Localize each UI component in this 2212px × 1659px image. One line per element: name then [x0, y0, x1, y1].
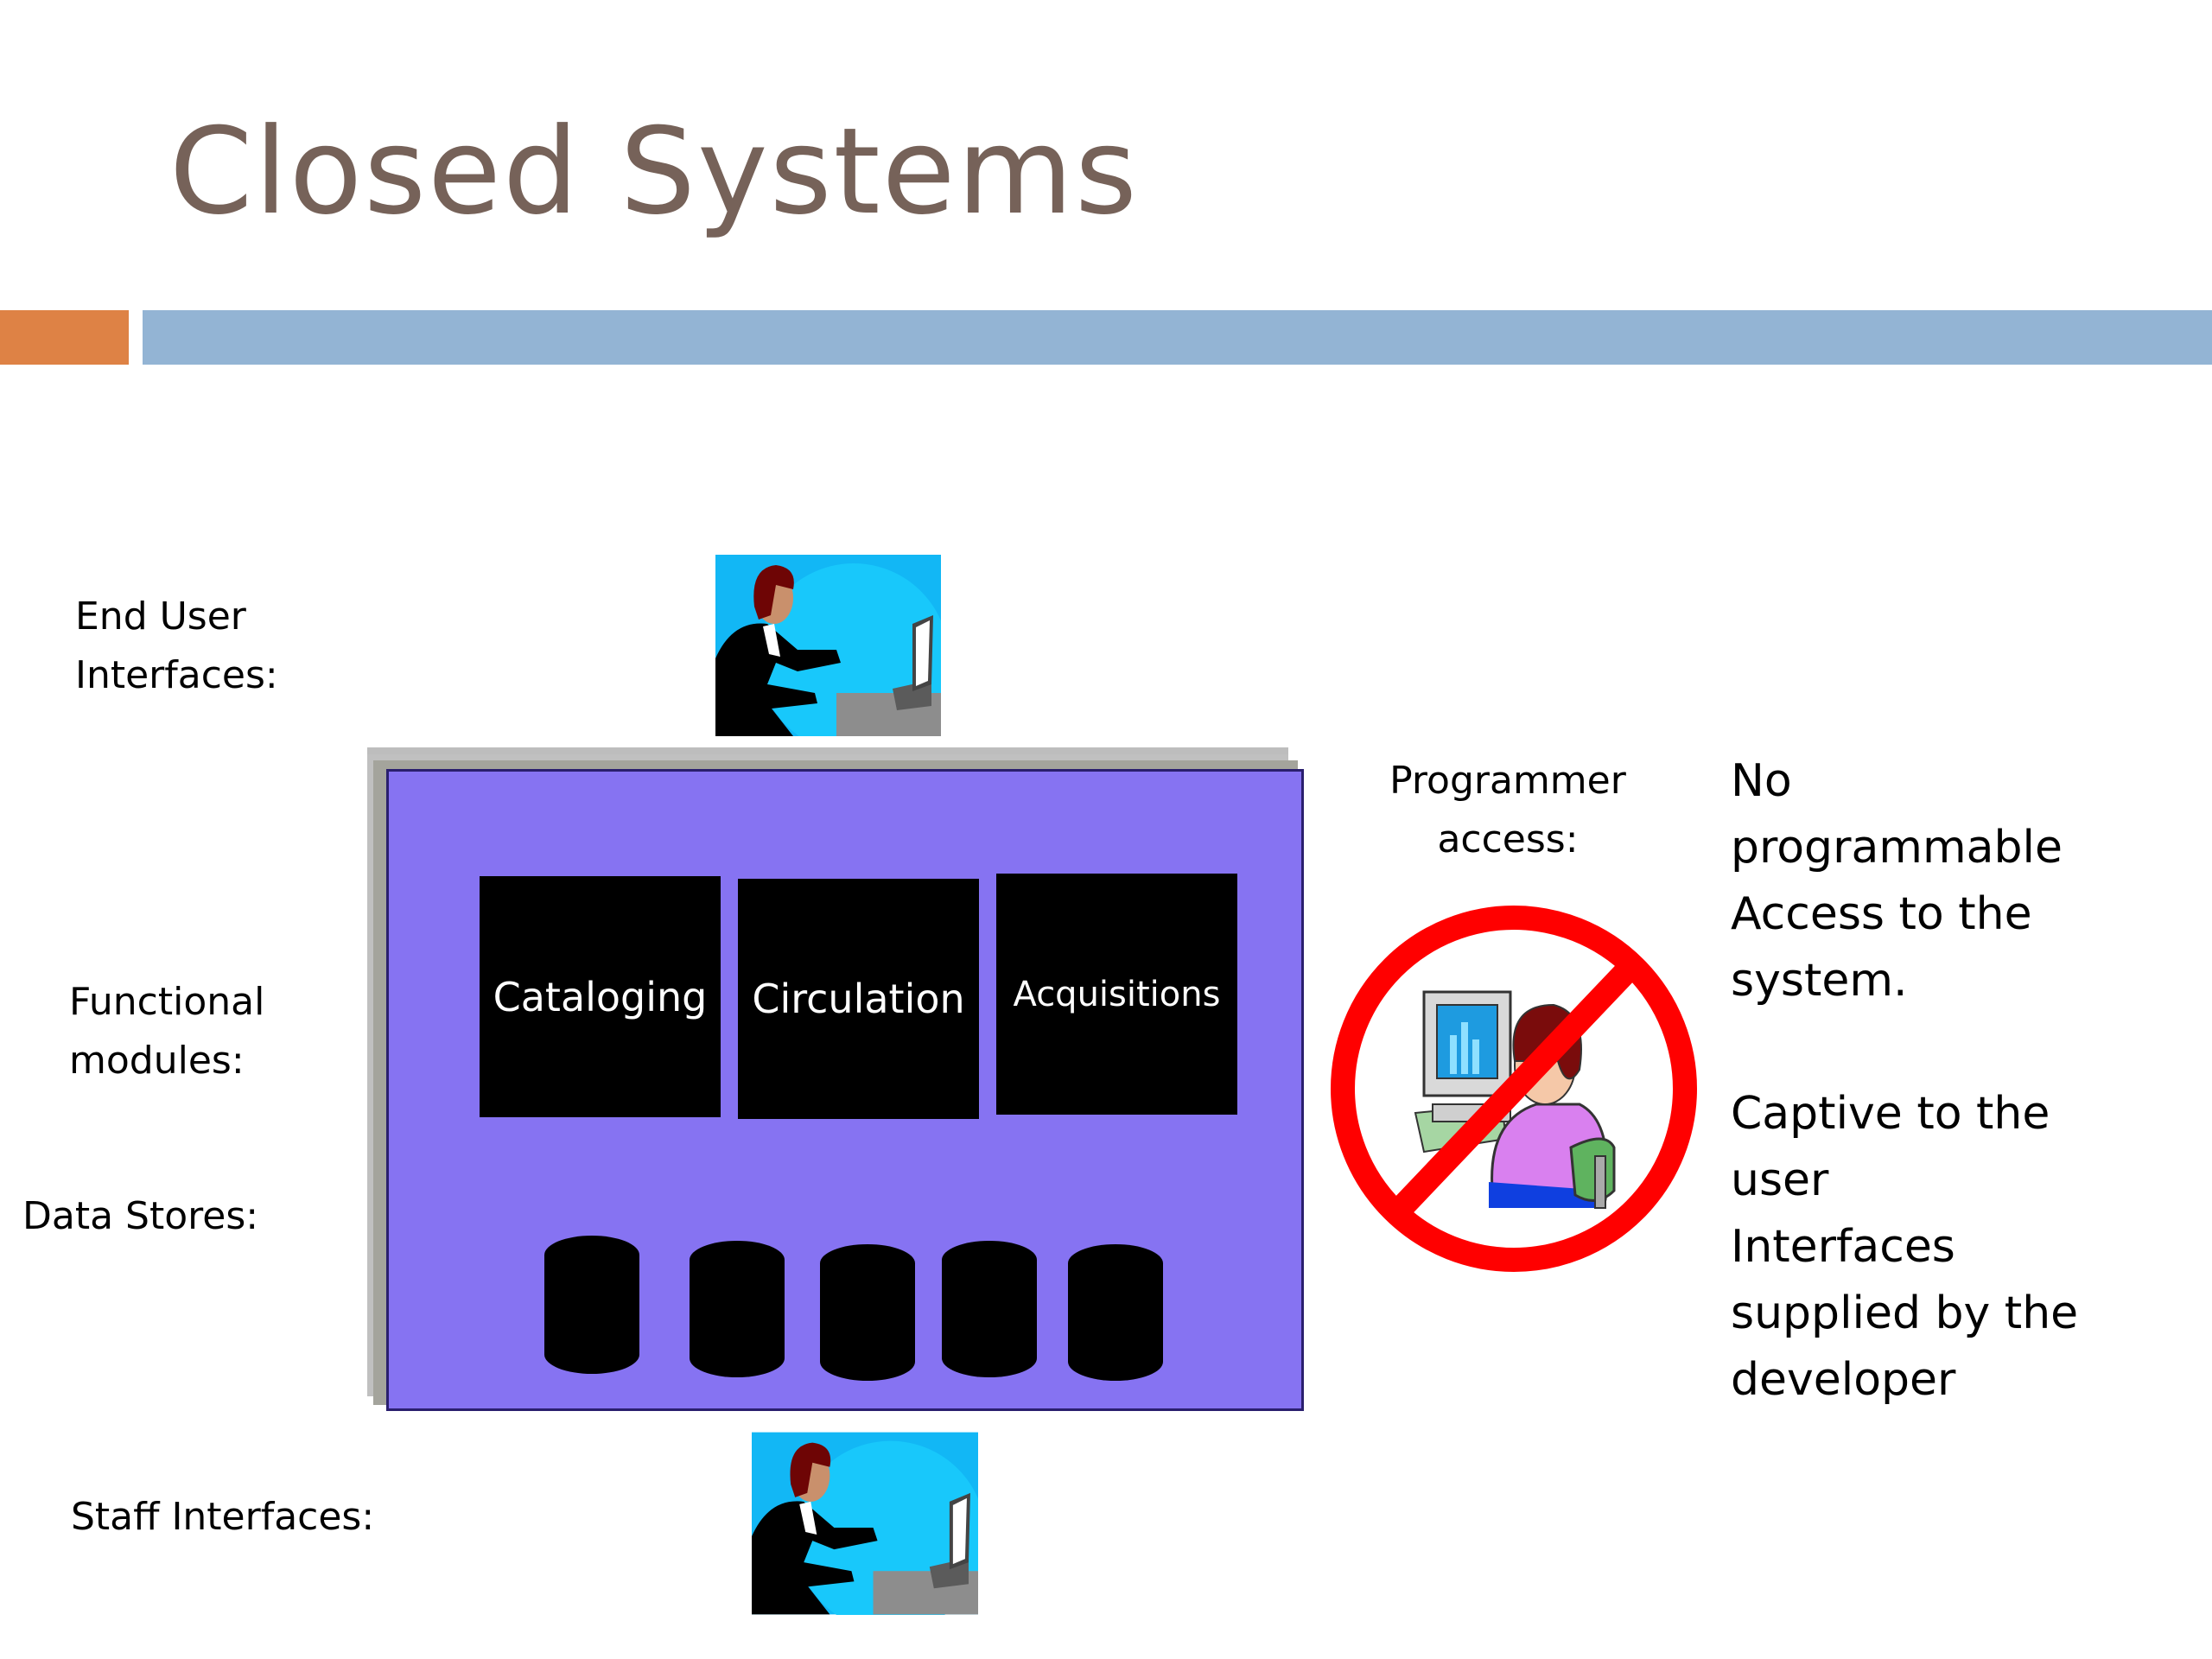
data-stores-label: Data Stores:	[22, 1194, 259, 1238]
data-store-cylinder-icon	[690, 1241, 785, 1377]
staff-interfaces-label: Staff Interfaces:	[71, 1495, 375, 1539]
closed-system-description: No programmable Access to the system. Ca…	[1731, 748, 2180, 1414]
description-line: user	[1731, 1154, 1829, 1206]
title-accent-bar-orange	[0, 310, 129, 365]
module-cataloging: Cataloging	[480, 876, 721, 1117]
data-store-cylinder-icon	[820, 1244, 915, 1381]
paragraph-gap	[1731, 1014, 2180, 1081]
data-store-cylinder-icon	[1068, 1244, 1163, 1381]
description-line: developer	[1731, 1354, 1956, 1406]
end-user-person-icon	[715, 555, 941, 736]
data-store-cylinder-icon	[544, 1236, 639, 1374]
title-accent-bar-blue	[143, 310, 2212, 365]
slide-title: Closed Systems	[169, 102, 1139, 241]
module-circulation: Circulation	[738, 879, 979, 1119]
programmer-access-label: Programmer access:	[1339, 752, 1676, 869]
label-line: Functional	[69, 980, 265, 1024]
label-line: End User	[75, 594, 246, 639]
functional-modules-label: Functional modules:	[69, 973, 264, 1090]
description-line: supplied by the	[1731, 1287, 2079, 1339]
description-line: Access to the	[1731, 888, 2032, 940]
description-line: programmable	[1731, 822, 2063, 874]
data-store-cylinder-icon	[942, 1241, 1037, 1377]
label-line: modules:	[69, 1039, 245, 1083]
description-line: Captive to the	[1731, 1088, 2050, 1140]
description-line: Interfaces	[1731, 1221, 1955, 1273]
staff-person-icon	[752, 1432, 978, 1615]
no-programmer-access-icon	[1320, 897, 1709, 1286]
label-line: Programmer	[1389, 759, 1626, 803]
module-acquisitions: Acquisitions	[996, 874, 1237, 1115]
label-line: Interfaces:	[75, 653, 278, 697]
label-line: access:	[1437, 817, 1579, 861]
end-user-interfaces-label: End User Interfaces:	[75, 588, 278, 705]
description-line: system.	[1731, 955, 1908, 1007]
description-line: No	[1731, 755, 1792, 807]
